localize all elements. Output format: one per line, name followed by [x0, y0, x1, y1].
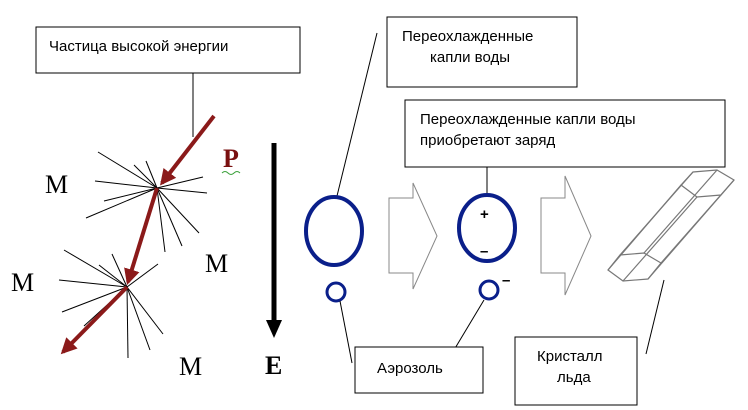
m-label-3: M: [11, 268, 34, 297]
ice-crystal: [607, 169, 735, 282]
m-label-4: M: [179, 352, 202, 381]
minus-sign-outer: –: [502, 272, 510, 289]
e-label: E: [265, 351, 282, 380]
m-label-2: M: [205, 249, 228, 278]
drops-gain-charge-label: Переохлажденные капли воды приобретают з…: [404, 99, 726, 168]
crystal-pointer-line: [645, 279, 665, 355]
ice-crystal-label: Кристалл льда: [514, 336, 638, 406]
aerosol-pointer-line-1: [339, 300, 353, 364]
m-label-1: M: [45, 170, 68, 199]
charged-aerosol-particle: [478, 279, 500, 301]
supercooled-drop: [304, 195, 364, 267]
high-energy-particle-text: Частица высокой энергии: [49, 38, 228, 55]
ice-crystal-line-1: Кристалл: [537, 348, 603, 365]
supercooled-drops-label: Переохлажденные капли воды: [386, 16, 578, 88]
field-arrow: [266, 143, 282, 338]
minus-sign-inner: –: [480, 243, 488, 260]
supercooled-drops-line-2: капли воды: [430, 49, 510, 66]
particle-track: [60, 114, 216, 355]
block-arrow-2: [540, 175, 592, 296]
aerosol-text: Аэрозоль: [377, 360, 443, 377]
drops-gain-charge-line-1: Переохлажденные капли воды: [420, 111, 636, 128]
supercooled-drops-line-1: Переохлажденные: [402, 28, 533, 45]
aerosol-particle: [325, 281, 347, 303]
drops-pointer-line: [336, 32, 378, 197]
lower-starburst: [58, 249, 164, 359]
high-energy-particle-label: Частица высокой энергии: [35, 26, 301, 74]
aerosol-label: Аэрозоль: [354, 346, 484, 394]
plus-sign: +: [480, 206, 489, 223]
block-arrow-1: [388, 182, 438, 290]
upper-starburst: [85, 151, 208, 253]
aerosol-pointer-line-2: [453, 299, 485, 351]
charged-drop: [457, 193, 517, 263]
p-squiggle: [221, 171, 241, 175]
drops-gain-charge-line-2: приобретают заряд: [420, 132, 555, 149]
p-label: P: [223, 144, 239, 173]
ice-crystal-line-2: льда: [557, 369, 591, 386]
